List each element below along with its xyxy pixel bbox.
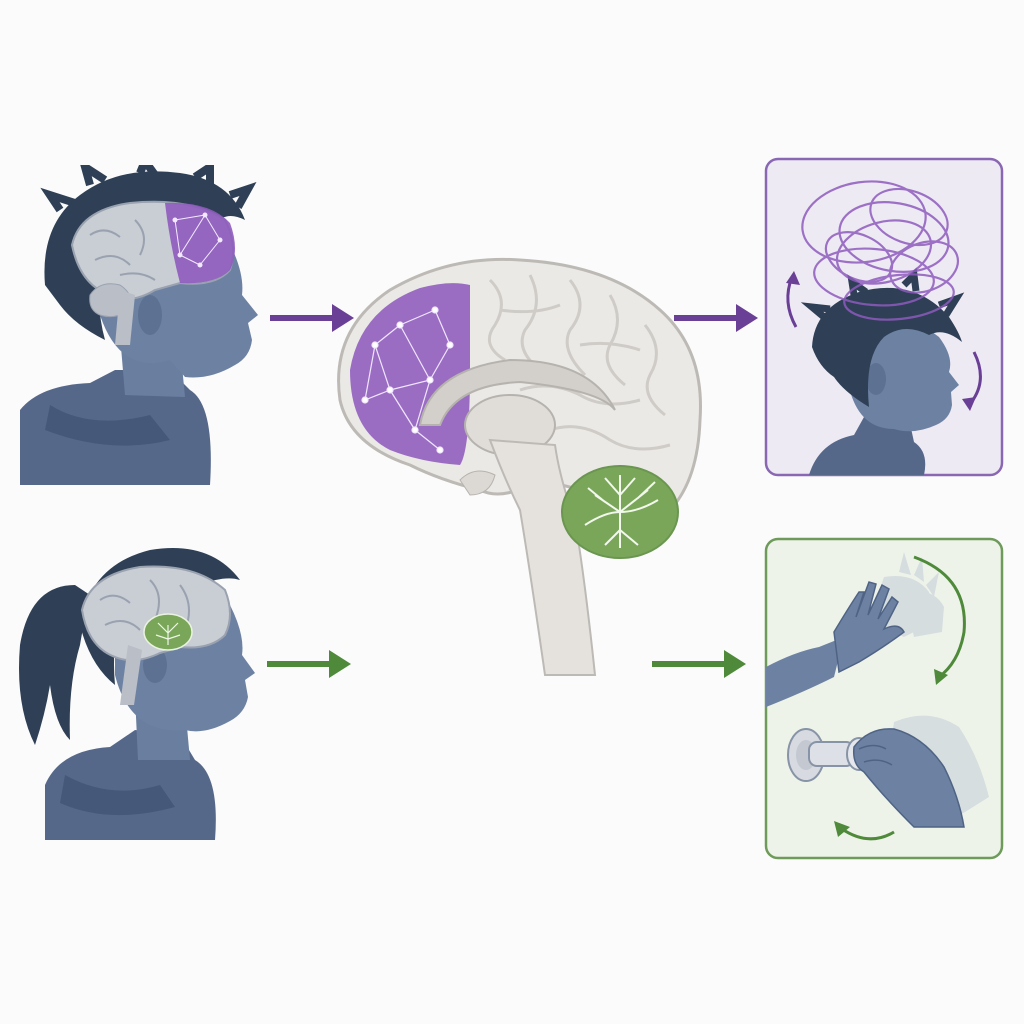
boy-head-illustration [20,165,258,485]
thought-swirl [801,180,959,321]
waving-arm [766,637,844,707]
thinking-panel [764,157,1004,477]
arrow-brain-to-motor [652,650,746,678]
corpus-callosum [418,358,616,426]
motor-panel [764,537,1004,860]
brain-cross-section [337,257,702,676]
turning-hand [852,728,965,828]
arrow-boy-to-brain [270,304,354,332]
arrow-brain-to-thoughts [674,304,758,332]
girl-head-illustration [19,548,255,840]
arrow-girl-to-brain [267,650,351,678]
hand-icon [833,581,905,674]
